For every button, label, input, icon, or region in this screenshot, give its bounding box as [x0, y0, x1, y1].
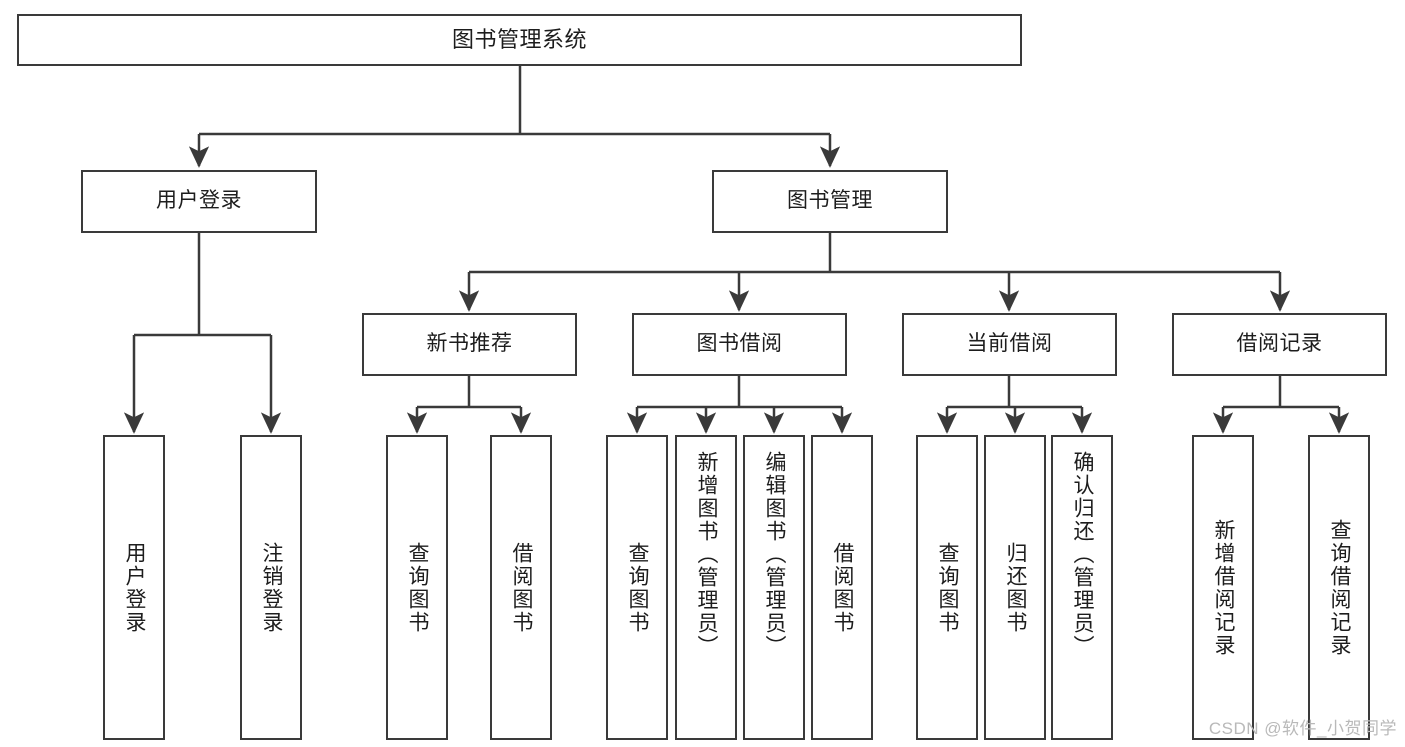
- leaf-user-login-login[interactable]: 用户登录: [103, 435, 165, 740]
- leaf-current-borrow-return-book[interactable]: 归还图书: [984, 435, 1046, 740]
- leaf-user-login-logout[interactable]: 注销登录: [240, 435, 302, 740]
- node-label: 当前借阅: [966, 332, 1053, 356]
- node-label: 新增借阅记录: [1212, 518, 1236, 657]
- node-root-book-management-system[interactable]: 图书管理系统: [17, 14, 1022, 66]
- leaf-new-book-borrow-book[interactable]: 借阅图书: [490, 435, 552, 740]
- node-label: 查询图书: [936, 541, 960, 634]
- node-borrow-record[interactable]: 借阅记录: [1172, 313, 1387, 376]
- node-label: 借阅图书: [831, 541, 855, 634]
- node-label: 图书管理: [787, 189, 873, 213]
- node-label: 借阅记录: [1236, 332, 1323, 356]
- node-current-borrow[interactable]: 当前借阅: [902, 313, 1117, 376]
- leaf-book-borrow-edit-book-admin[interactable]: 编辑图书（管理员）: [743, 435, 805, 740]
- node-label: 用户登录: [156, 189, 242, 213]
- node-label: 查询图书: [626, 541, 650, 634]
- node-label: 查询图书: [406, 541, 430, 634]
- leaf-current-borrow-confirm-return-admin[interactable]: 确认归还（管理员）: [1051, 435, 1113, 740]
- leaf-book-borrow-add-book-admin[interactable]: 新增图书（管理员）: [675, 435, 737, 740]
- node-label: 查询借阅记录: [1328, 518, 1352, 657]
- node-label: 新书推荐: [426, 332, 513, 356]
- node-label: 编辑图书（管理员）: [763, 451, 787, 658]
- leaf-current-borrow-query-book[interactable]: 查询图书: [916, 435, 978, 740]
- leaf-book-borrow-query-book[interactable]: 查询图书: [606, 435, 668, 740]
- node-label: 注销登录: [260, 541, 284, 634]
- node-book-management[interactable]: 图书管理: [712, 170, 948, 233]
- node-label: 图书管理系统: [451, 27, 587, 53]
- watermark: CSDN @软件_小贺同学: [1208, 719, 1397, 738]
- leaf-book-borrow-borrow-book[interactable]: 借阅图书: [811, 435, 873, 740]
- node-label: 归还图书: [1004, 541, 1028, 634]
- leaf-borrow-record-add-record[interactable]: 新增借阅记录: [1192, 435, 1254, 740]
- node-label: 新增图书（管理员）: [695, 451, 719, 658]
- node-user-login[interactable]: 用户登录: [81, 170, 317, 233]
- node-label: 图书借阅: [696, 332, 783, 356]
- leaf-new-book-query-book[interactable]: 查询图书: [386, 435, 448, 740]
- node-book-borrow[interactable]: 图书借阅: [632, 313, 847, 376]
- node-label: 用户登录: [123, 541, 147, 634]
- node-label: 确认归还（管理员）: [1071, 451, 1095, 658]
- node-label: 借阅图书: [510, 541, 534, 634]
- leaf-borrow-record-query-record[interactable]: 查询借阅记录: [1308, 435, 1370, 740]
- node-new-book-recommend[interactable]: 新书推荐: [362, 313, 577, 376]
